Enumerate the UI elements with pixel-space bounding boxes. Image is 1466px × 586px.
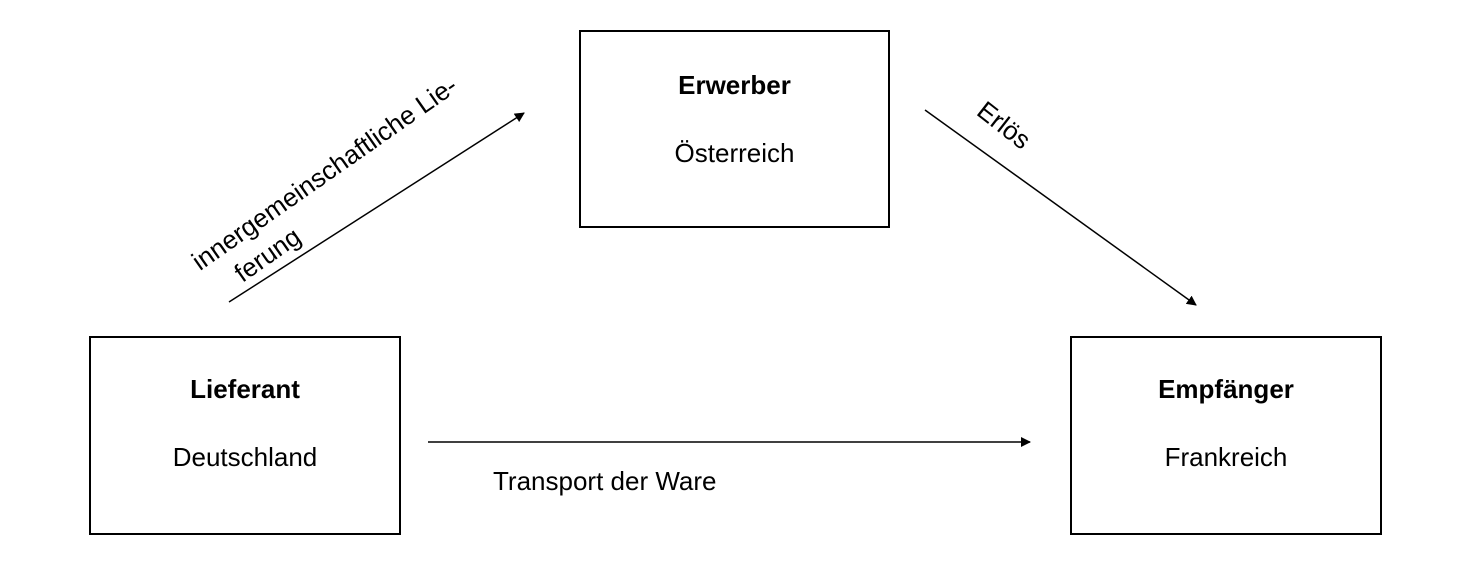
proceeds-arrow bbox=[924, 109, 1197, 306]
transport-label: Transport der Ware bbox=[493, 466, 717, 496]
node-erwerber: Erwerber Österreich bbox=[579, 30, 890, 228]
node-lieferant-country: Deutschland bbox=[172, 442, 318, 472]
delivery-arrow bbox=[228, 112, 525, 303]
node-erwerber-title: Erwerber bbox=[678, 70, 791, 100]
node-erwerber-country: Österreich bbox=[674, 138, 795, 168]
node-empfaenger: Empfänger Frankreich bbox=[1070, 336, 1382, 535]
node-lieferant: Lieferant Deutschland bbox=[89, 336, 401, 535]
node-empfaenger-title: Empfänger bbox=[1158, 374, 1294, 404]
node-lieferant-title: Lieferant bbox=[190, 374, 300, 404]
node-empfaenger-country: Frankreich bbox=[1164, 442, 1288, 472]
